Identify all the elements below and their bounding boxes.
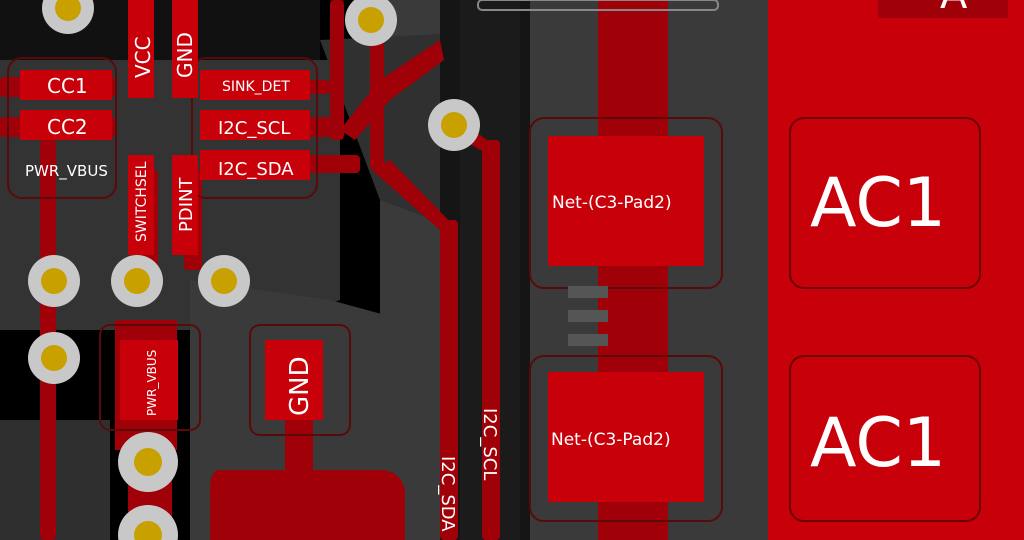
smd-pads <box>20 0 962 502</box>
label-partial-corner: A <box>940 0 968 18</box>
label-pdint: PDINT <box>176 177 197 232</box>
vias <box>28 0 480 540</box>
label-pwr-vbus-vertical: PWR_VBUS <box>145 350 159 416</box>
label-i2c-scl-track: I2C_SCL <box>479 408 500 480</box>
pad-outlines <box>7 0 981 522</box>
label-vcc: VCC <box>131 36 155 78</box>
net-labels: CC1 CC2 PWR_VBUS VCC GND SINK_DET I2C_SC… <box>25 0 968 532</box>
label-gnd-pad: GND <box>285 356 315 416</box>
contact-slots <box>568 286 608 346</box>
label-net-c3-pad2-top: Net-(C3-Pad2) <box>552 193 672 213</box>
label-cc2: CC2 <box>47 115 88 139</box>
label-pwr-vbus: PWR_VBUS <box>25 162 108 181</box>
label-gnd-top: GND <box>173 32 197 78</box>
label-ac1-top: AC1 <box>810 164 946 243</box>
label-i2c-sda-track: I2C_SDA <box>437 456 458 532</box>
label-sink-det: SINK_DET <box>222 79 290 95</box>
label-switchsel: SWITCHSEL <box>134 161 150 242</box>
label-ac1-bottom: AC1 <box>810 404 946 483</box>
label-cc1: CC1 <box>47 74 88 98</box>
label-i2c-sda: I2C_SDA <box>218 159 294 180</box>
label-i2c-scl: I2C_SCL <box>218 118 290 139</box>
label-net-c3-pad2-bottom: Net-(C3-Pad2) <box>551 430 671 450</box>
